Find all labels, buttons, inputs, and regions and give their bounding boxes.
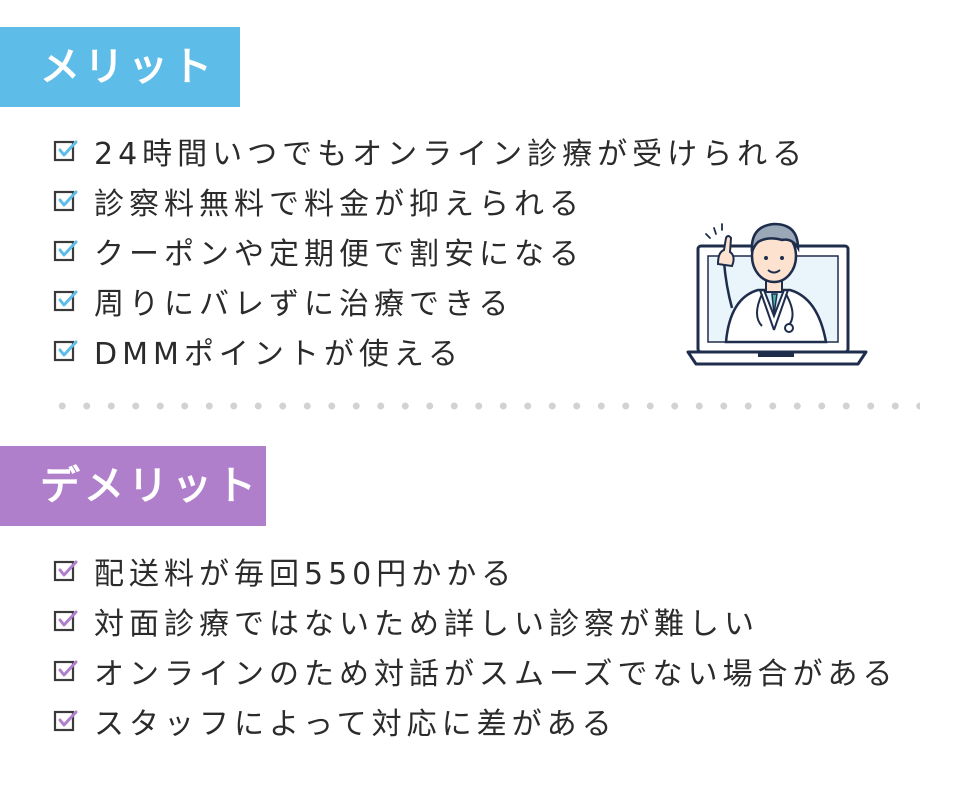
checkbox-icon	[52, 707, 80, 735]
demerit-list: 配送料が毎回550円かかる 対面診療ではないため詳しい診察が難しい オンラインの…	[52, 546, 898, 746]
doctor-laptop-illustration	[686, 222, 868, 366]
merit-item-text: クーポンや定期便で割安になる	[94, 237, 584, 272]
demerit-item: 配送料が毎回550円かかる	[52, 546, 898, 596]
checkbox-icon	[52, 287, 80, 315]
merit-item: DMMポイントが使える	[52, 326, 807, 376]
checkbox-icon	[52, 237, 80, 265]
demerit-item-text: 対面診療ではないため詳しい診察が難しい	[94, 607, 759, 642]
checkbox-icon	[52, 337, 80, 365]
checkbox-icon	[52, 557, 80, 585]
merit-item: 診察料無料で料金が抑えられる	[52, 176, 807, 226]
checkbox-icon	[52, 137, 80, 165]
merit-section-label: メリット	[0, 27, 240, 107]
merit-item-text: DMMポイントが使える	[94, 337, 463, 372]
merit-item-text: 24時間いつでもオンライン診療が受けられる	[94, 137, 808, 172]
merit-item: 周りにバレずに治療できる	[52, 276, 807, 326]
merit-label-text: メリット	[40, 44, 216, 90]
merit-item-text: 周りにバレずに治療できる	[94, 287, 514, 322]
demerit-item-text: オンラインのため対話がスムーズでない場合がある	[94, 657, 898, 692]
demerit-section-label: デメリット	[0, 446, 266, 526]
merit-item-text: 診察料無料で料金が抑えられる	[94, 187, 584, 222]
checkbox-icon	[52, 607, 80, 635]
merit-list: 24時間いつでもオンライン診療が受けられる 診察料無料で料金が抑えられる クーポ…	[52, 126, 807, 376]
demerit-label-text: デメリット	[40, 463, 260, 509]
dotted-divider	[50, 399, 920, 413]
demerit-item-text: スタッフによって対応に差がある	[94, 707, 617, 742]
demerit-item: スタッフによって対応に差がある	[52, 696, 898, 746]
checkbox-icon	[52, 187, 80, 215]
merit-item: クーポンや定期便で割安になる	[52, 226, 807, 276]
merit-item: 24時間いつでもオンライン診療が受けられる	[52, 126, 807, 176]
demerit-item: オンラインのため対話がスムーズでない場合がある	[52, 646, 898, 696]
demerit-item: 対面診療ではないため詳しい診察が難しい	[52, 596, 898, 646]
checkbox-icon	[52, 657, 80, 685]
demerit-item-text: 配送料が毎回550円かかる	[94, 557, 517, 592]
